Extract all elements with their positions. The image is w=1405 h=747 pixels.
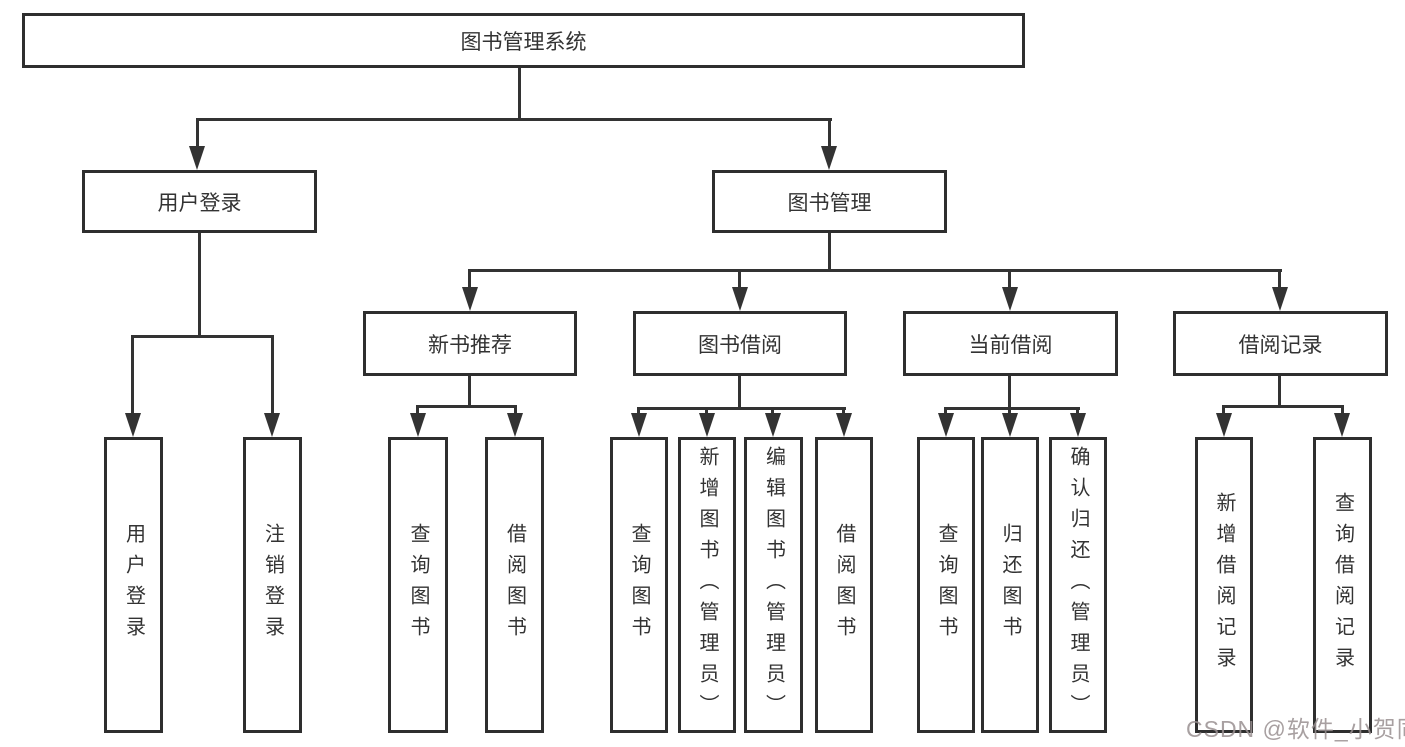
leaf-edit-books-admin: 编辑图书（管理员） [744,437,803,733]
connector-book-borrow-bar [637,407,846,410]
arrow-down-icon [732,287,748,311]
arrow-down-icon [125,413,141,437]
node-label: 查询图书 [628,523,650,647]
connector-new-book-drop-2 [514,405,517,417]
arrow-down-icon [462,287,478,311]
csdn-watermark: CSDN @软件_小贺同学 [1186,716,1405,742]
arrow-down-icon [264,413,280,437]
leaf-add-books-admin: 新增图书（管理员） [678,437,736,733]
connector-current-borrow-stem [1008,376,1011,410]
node-label: 新增图书（管理员） [696,445,718,725]
node-label: 确认归还（管理员） [1067,445,1089,725]
connector-book-mgmt-drop-1 [468,269,471,291]
node-root-library-management-system: 图书管理系统 [22,13,1025,68]
node-label: 新书推荐 [428,333,512,357]
arrow-down-icon [1272,287,1288,311]
node-label: 借阅图书 [503,523,526,647]
node-label: 归还图书 [999,523,1021,647]
connector-book-borrow-drop-2 [705,407,708,417]
node-label: 编辑图书（管理员） [762,445,785,725]
connector-new-book-stem [468,376,471,408]
node-book-management: 图书管理 [712,170,947,233]
connector-borrow-record-drop-1 [1222,405,1225,417]
leaf-query-books-current: 查询图书 [917,437,975,733]
connector-root-bar [196,118,832,121]
connector-book-mgmt-drop-2 [738,269,741,291]
node-user-login: 用户登录 [82,170,317,233]
arrow-down-icon [836,413,852,437]
arrow-down-icon [631,413,647,437]
node-label: 图书借阅 [698,333,782,357]
leaf-borrow-books: 借阅图书 [815,437,873,733]
arrow-down-icon [938,413,954,437]
connector-root-stem [518,67,521,120]
node-label: 图书管理 [787,191,872,215]
connector-new-book-drop-1 [416,405,419,417]
connector-root-drop-right [828,118,831,148]
leaf-query-books-borrowing: 查询图书 [610,437,668,733]
leaf-borrow-books-recommend: 借阅图书 [485,437,544,733]
arrow-down-icon [1334,413,1350,437]
connector-user-login-stem [198,233,201,338]
node-label: 查询图书 [935,523,957,647]
arrow-down-icon [1216,413,1232,437]
arrow-down-icon [1002,413,1018,437]
node-current-borrowing: 当前借阅 [903,311,1118,376]
connector-root-drop-left [196,118,199,148]
arrow-down-icon [1002,287,1018,311]
connector-book-mgmt-drop-4 [1278,269,1281,291]
connector-current-borrow-drop-2 [1008,407,1011,417]
leaf-logout: 注销登录 [243,437,302,733]
connector-new-book-bar [416,405,517,408]
connector-borrow-record-stem [1278,376,1281,408]
leaf-return-books: 归还图书 [981,437,1039,733]
arrow-down-icon [410,413,426,437]
connector-current-borrow-bar [944,407,1080,410]
node-label: 用户登录 [157,191,242,215]
connector-book-mgmt-bar [468,269,1282,272]
connector-book-borrow-drop-4 [842,407,845,417]
leaf-user-login: 用户登录 [104,437,163,733]
connector-book-mgmt-drop-3 [1008,269,1011,291]
arrow-down-icon [765,413,781,437]
connector-current-borrow-drop-3 [1076,407,1079,417]
connector-user-login-bar [132,335,274,338]
connector-book-borrow-drop-3 [771,407,774,417]
connector-book-mgmt-stem [828,233,831,272]
node-label: 注销登录 [261,523,284,647]
node-new-book-recommend: 新书推荐 [363,311,577,376]
connector-current-borrow-drop-1 [944,407,947,417]
node-label: 用户登录 [122,523,145,647]
leaf-add-borrow-record: 新增借阅记录 [1195,437,1253,733]
node-label: 新增借阅记录 [1213,492,1235,678]
node-label: 查询图书 [407,523,429,647]
leaf-query-borrow-record: 查询借阅记录 [1313,437,1372,733]
connector-borrow-record-bar [1222,405,1344,408]
arrow-down-icon [1070,413,1086,437]
node-book-borrowing: 图书借阅 [633,311,847,376]
arrow-down-icon [699,413,715,437]
node-label: 借阅图书 [833,523,855,647]
arrow-down-icon [189,146,205,170]
node-label: 当前借阅 [968,333,1053,357]
connector-book-borrow-drop-1 [637,407,640,417]
connector-book-borrow-stem [738,376,741,410]
arrow-down-icon [507,413,523,437]
node-label: 图书管理系统 [460,30,587,54]
node-label: 查询借阅记录 [1331,492,1354,678]
connector-borrow-record-drop-2 [1341,405,1344,417]
leaf-query-books-recommend: 查询图书 [388,437,448,733]
leaf-confirm-return-admin: 确认归还（管理员） [1049,437,1107,733]
node-label: 借阅记录 [1238,333,1323,357]
node-borrow-records: 借阅记录 [1173,311,1388,376]
connector-user-login-drop-2 [271,335,274,415]
connector-user-login-drop-1 [131,335,134,415]
arrow-down-icon [821,146,837,170]
